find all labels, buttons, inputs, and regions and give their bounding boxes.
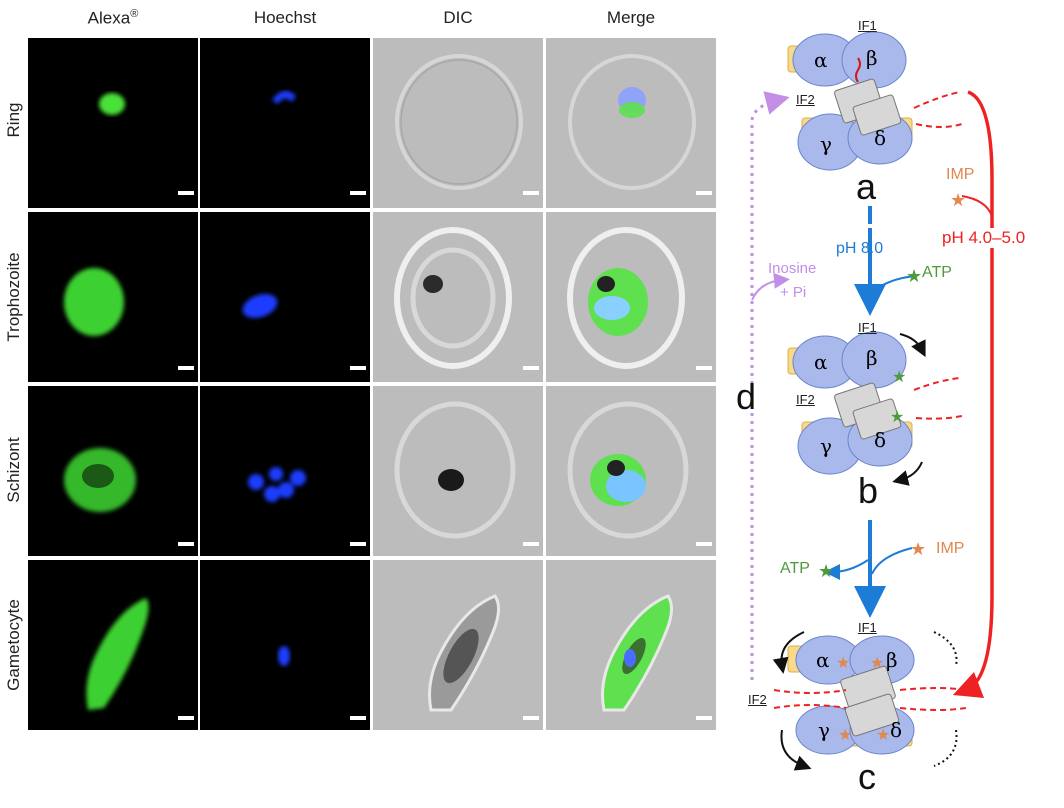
subunit-gamma: γ bbox=[818, 718, 830, 742]
subunit-gamma: γ bbox=[820, 434, 832, 458]
state-label-c: c bbox=[858, 756, 876, 797]
panel-trophozoite-hoechst bbox=[200, 212, 370, 382]
ligand-imp: IMP bbox=[936, 540, 965, 557]
column-header-merge: Merge bbox=[606, 8, 656, 27]
column-header-dic: DIC bbox=[443, 8, 473, 27]
scale-bar bbox=[523, 716, 539, 720]
condition-ph-acidic: pH 4.0–5.0 bbox=[942, 228, 1026, 248]
scale-bar bbox=[523, 191, 539, 195]
panel-ring-alexa bbox=[28, 38, 198, 208]
svg-text:★: ★ bbox=[906, 266, 922, 286]
svg-text:★: ★ bbox=[876, 727, 890, 744]
svg-text:★: ★ bbox=[950, 190, 966, 210]
panel-trophozoite-merge bbox=[546, 212, 716, 382]
svg-text:★: ★ bbox=[892, 369, 906, 386]
panel-gametocyte-alexa bbox=[28, 560, 198, 730]
svg-text:★: ★ bbox=[910, 539, 926, 559]
scale-bar bbox=[696, 542, 712, 546]
tetramer-b: ★ ★ bbox=[787, 331, 963, 486]
ligand-imp: IMP bbox=[946, 166, 975, 183]
panel-gametocyte-merge bbox=[546, 560, 716, 730]
panel-schizont-dic bbox=[373, 386, 543, 556]
scale-bar bbox=[696, 716, 712, 720]
scale-bar bbox=[350, 716, 366, 720]
tetramer-c: ★ ★ ★ ★ bbox=[772, 631, 967, 771]
interface-label-if1: IF1 bbox=[858, 18, 877, 33]
panel-ring-dic bbox=[373, 38, 543, 208]
panel-trophozoite-dic bbox=[373, 212, 543, 382]
svg-text:★: ★ bbox=[836, 655, 850, 672]
scale-bar bbox=[178, 191, 194, 195]
svg-text:★: ★ bbox=[818, 561, 834, 581]
svg-text:★: ★ bbox=[890, 409, 904, 426]
ligand-atp: ATP bbox=[922, 264, 952, 281]
scale-bar bbox=[350, 191, 366, 195]
scale-bar bbox=[350, 366, 366, 370]
scale-bar bbox=[696, 366, 712, 370]
panel-gametocyte-hoechst bbox=[200, 560, 370, 730]
state-label-d: d bbox=[736, 376, 757, 417]
subunit-delta: δ bbox=[890, 718, 903, 742]
panel-trophozoite-alexa bbox=[28, 212, 198, 382]
scale-bar bbox=[523, 542, 539, 546]
subunit-delta: δ bbox=[874, 428, 887, 452]
scale-bar bbox=[178, 716, 194, 720]
state-label-a: a bbox=[856, 166, 877, 207]
tetramer-a bbox=[787, 31, 963, 171]
interface-label-if1: IF1 bbox=[858, 620, 877, 635]
schematic-graphics: ★ ★ ★ ★ ★ ★ bbox=[750, 31, 994, 771]
ligand-pi: + Pi bbox=[780, 284, 807, 301]
column-header-alexa: Alexa® bbox=[87, 8, 139, 28]
panel-ring-merge bbox=[546, 38, 716, 208]
column-header-hoechst: Hoechst bbox=[253, 8, 317, 27]
interface-label-if2: IF2 bbox=[748, 692, 767, 707]
svg-text:★: ★ bbox=[838, 727, 852, 744]
scale-bar bbox=[178, 366, 194, 370]
panel-gametocyte-dic bbox=[373, 560, 543, 730]
ligand-atp: ATP bbox=[780, 560, 810, 577]
panel-schizont-merge bbox=[546, 386, 716, 556]
subunit-alpha: α bbox=[814, 350, 828, 374]
scale-bar bbox=[178, 542, 194, 546]
subunit-alpha: α bbox=[816, 648, 830, 672]
subunit-beta: β bbox=[886, 648, 898, 672]
panel-schizont-alexa bbox=[28, 386, 198, 556]
condition-ph-basic: pH 8.0 bbox=[836, 240, 884, 257]
row-label-ring: Ring bbox=[4, 102, 23, 138]
subunit-gamma: γ bbox=[820, 132, 832, 156]
row-label-gametocyte: Gametocyte bbox=[4, 599, 23, 691]
subunit-delta: δ bbox=[874, 126, 887, 150]
interface-label-if2: IF2 bbox=[796, 92, 815, 107]
row-label-schizont: Schizont bbox=[4, 437, 23, 503]
row-label-trophozoite: Trophozoite bbox=[4, 252, 23, 342]
scale-bar bbox=[696, 191, 712, 195]
panel-schizont-hoechst bbox=[200, 386, 370, 556]
panel-ring-hoechst bbox=[200, 38, 370, 208]
ligand-inosine: Inosine bbox=[768, 260, 817, 277]
scale-bar bbox=[523, 366, 539, 370]
subunit-beta: β bbox=[866, 346, 878, 370]
scale-bar bbox=[350, 542, 366, 546]
interface-label-if1: IF1 bbox=[858, 320, 877, 335]
interface-label-if2: IF2 bbox=[796, 392, 815, 407]
subunit-beta: β bbox=[866, 46, 878, 70]
state-label-b: b bbox=[858, 470, 879, 511]
subunit-alpha: α bbox=[814, 48, 828, 72]
svg-text:★: ★ bbox=[870, 655, 884, 672]
